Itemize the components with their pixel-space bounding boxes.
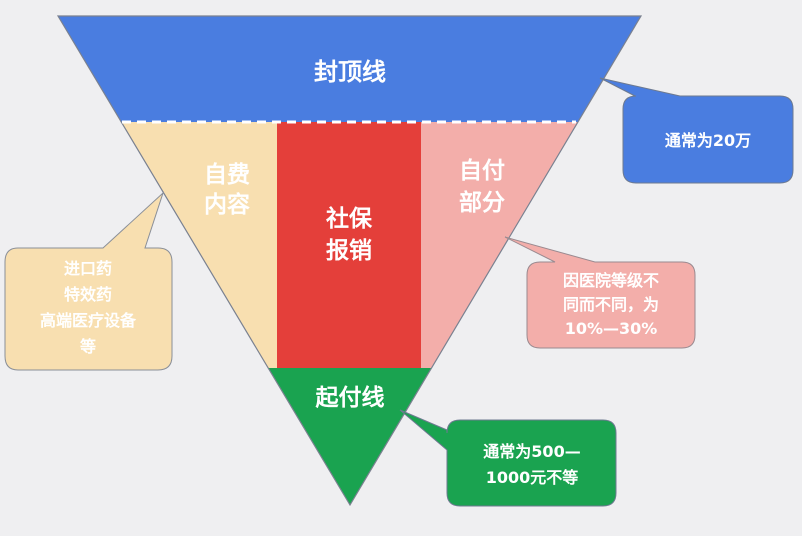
copay-callout-line-3: 10%—30% [565, 319, 658, 338]
copay-callout-line-2: 同而不同，为 [563, 295, 659, 314]
deductible-callout-line-2: 1000元不等 [486, 468, 579, 487]
self-pay-callout-line-2: 特效药 [64, 285, 112, 304]
copay-callout-line-1: 因医院等级不 [563, 271, 659, 290]
cap-line-label: 封顶线 [314, 58, 386, 86]
copay-label-2: 部分 [459, 189, 505, 216]
self-pay-callout-line-3: 高端医疗设备 [40, 311, 137, 330]
self-pay-label-1: 自费 [204, 161, 250, 188]
self-pay-callout: 进口药 特效药 高端医疗设备 等 [4, 191, 173, 371]
reimbursement-label-2: 报销 [326, 238, 372, 264]
reimbursement-label-1: 社保 [326, 205, 373, 232]
funnel-outline [56, 15, 643, 507]
deductible-callout: 通常为500— 1000元不等 [399, 409, 617, 507]
self-pay-label-2: 内容 [204, 191, 250, 218]
copay-label-1: 自付 [459, 157, 505, 184]
cap-callout: 通常为20万 [599, 77, 794, 184]
self-pay-callout-line-1: 进口药 [64, 259, 112, 278]
deductible-line-label: 起付线 [316, 384, 385, 411]
self-pay-callout-line-4: 等 [79, 337, 96, 356]
deductible-callout-line-1: 通常为500— [483, 442, 580, 461]
copay-callout: 因医院等级不 同而不同，为 10%—30% [504, 236, 696, 349]
cap-callout-text: 通常为20万 [665, 131, 751, 150]
cap-band [58, 16, 641, 122]
reimbursement-region [277, 122, 421, 368]
